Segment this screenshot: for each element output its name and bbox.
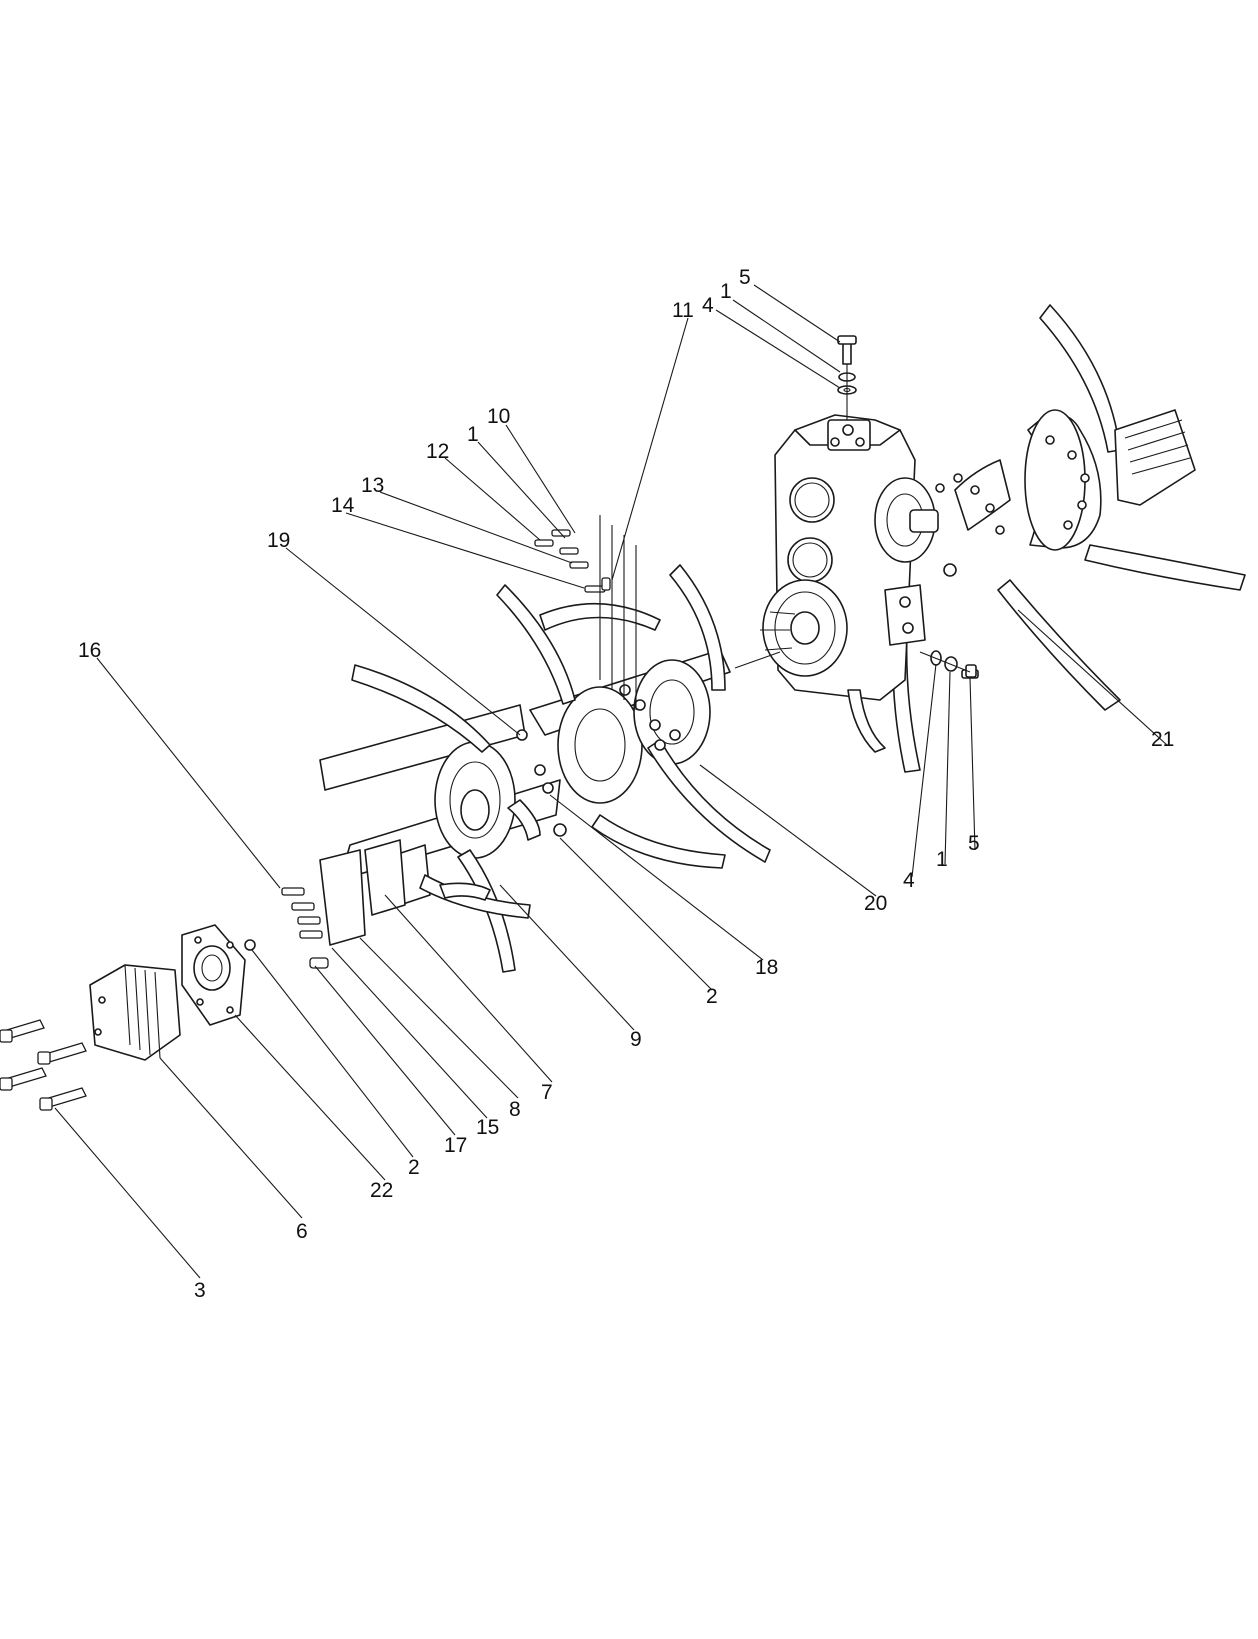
callout-10: 10 (487, 405, 510, 428)
callout-13: 13 (361, 474, 384, 497)
callout-labels: 5 1 4 11 10 1 12 13 14 19 16 21 5 1 4 20… (78, 266, 1174, 1302)
right-bolt-stack (919, 650, 979, 679)
callout-2-low: 2 (408, 1156, 420, 1179)
right-tine-assembly (892, 304, 1246, 773)
callout-1-top: 1 (720, 280, 732, 303)
hub-bolts (516, 435, 1090, 837)
top-bolt-stack (837, 335, 857, 420)
callout-9: 9 (630, 1028, 642, 1051)
callout-5-right: 5 (968, 832, 980, 855)
callout-6: 6 (296, 1220, 308, 1243)
tine-blades (351, 564, 771, 973)
callout-8: 8 (509, 1098, 521, 1121)
right-hydraulic-motor (1114, 409, 1196, 506)
callout-4-top: 4 (702, 294, 714, 317)
middle-bolts (534, 515, 637, 710)
callout-21: 21 (1151, 728, 1174, 751)
callout-20: 20 (864, 892, 887, 915)
callout-18: 18 (755, 956, 778, 979)
callout-15: 15 (476, 1116, 499, 1139)
left-shaft-bolts (281, 887, 329, 969)
leader-lines (54, 284, 1168, 1279)
callout-5-top: 5 (739, 266, 751, 289)
callout-11: 11 (672, 299, 694, 322)
left-hydraulic-motor (89, 964, 181, 1061)
gearbox-housing (760, 414, 939, 753)
left-bearing-flange (181, 924, 256, 1026)
callout-2-mid: 2 (706, 985, 718, 1008)
callout-12: 12 (426, 440, 449, 463)
callout-17: 17 (444, 1134, 467, 1157)
callout-3: 3 (194, 1279, 206, 1302)
left-motor-bolts (0, 1019, 87, 1111)
callout-19: 19 (267, 529, 290, 552)
callout-1-mid: 1 (467, 423, 479, 446)
callout-16: 16 (78, 639, 101, 662)
callout-22: 22 (370, 1179, 393, 1202)
callout-1-right: 1 (936, 848, 948, 871)
callout-14: 14 (331, 494, 355, 517)
callout-7: 7 (541, 1081, 553, 1104)
callout-4-right: 4 (903, 869, 915, 892)
